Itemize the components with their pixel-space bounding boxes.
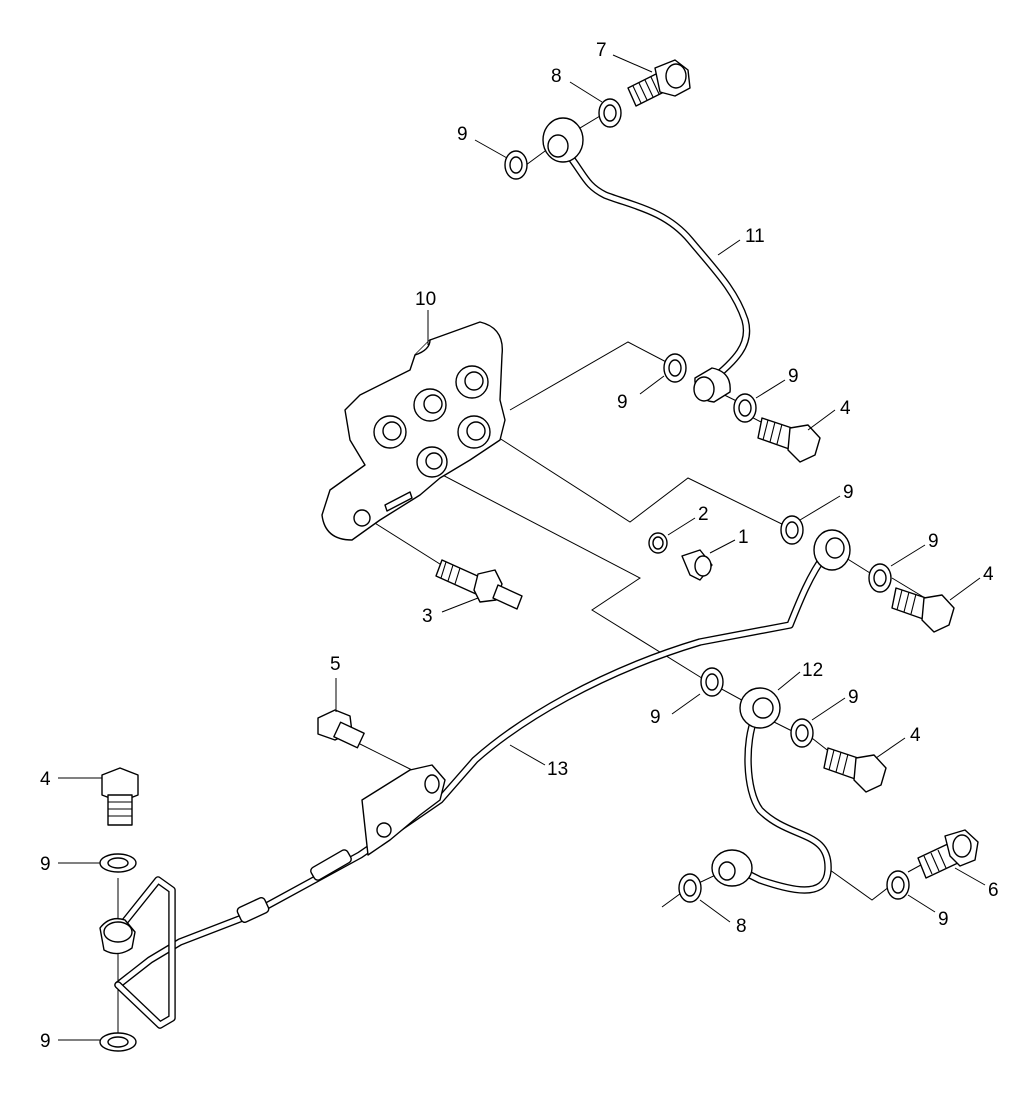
callout-9-left-top: 9 (40, 854, 51, 875)
bolt-4-c (823, 747, 887, 793)
plug-1 (681, 549, 713, 581)
callout-9-mid: 9 (843, 482, 854, 503)
callout-4-c: 4 (910, 725, 921, 746)
callout-3: 3 (422, 606, 433, 627)
callout-7: 7 (596, 40, 607, 61)
pipe-12 (711, 687, 832, 894)
callout-9-block: 9 (617, 392, 628, 413)
callout-1: 1 (738, 527, 749, 548)
pipe-11 (542, 117, 751, 403)
callout-4-a: 4 (840, 398, 851, 419)
callout-11: 11 (745, 226, 765, 247)
callout-4-left: 4 (40, 769, 51, 790)
callout-9-pipe12: 9 (848, 687, 859, 708)
washers (99, 98, 910, 1052)
callout-4-b: 4 (983, 564, 994, 585)
bolt-7 (627, 59, 691, 107)
callout-2: 2 (698, 504, 709, 525)
callout-6: 6 (988, 880, 999, 901)
callout-8-top: 8 (551, 66, 562, 87)
callout-9-left-bottom: 9 (40, 1031, 51, 1052)
callout-8-low: 8 (736, 916, 747, 937)
callout-9-top: 9 (457, 124, 468, 145)
callout-labels: 7 8 9 11 10 9 9 4 9 2 1 9 4 3 5 12 9 9 4… (40, 40, 999, 1052)
callout-5: 5 (330, 654, 341, 675)
callout-13: 13 (547, 759, 568, 780)
leader-lines (117, 112, 936, 1040)
bolt-4-b (891, 587, 955, 633)
callout-9-right: 9 (928, 531, 939, 552)
bolt-4-a (757, 417, 821, 463)
bolt-4-left (101, 767, 139, 826)
callout-9-bottom-right: 9 (938, 909, 949, 930)
stud-3 (435, 559, 523, 610)
callout-10: 10 (415, 289, 436, 310)
pipe-13 (99, 529, 851, 1029)
screw-5 (317, 709, 365, 749)
callout-9-low: 9 (650, 707, 661, 728)
callout-9-pipe11: 9 (788, 366, 799, 387)
callout-leaders (58, 54, 986, 1041)
callout-12: 12 (802, 660, 823, 681)
distribution-block-10 (321, 321, 506, 541)
bolt-6 (917, 829, 979, 879)
